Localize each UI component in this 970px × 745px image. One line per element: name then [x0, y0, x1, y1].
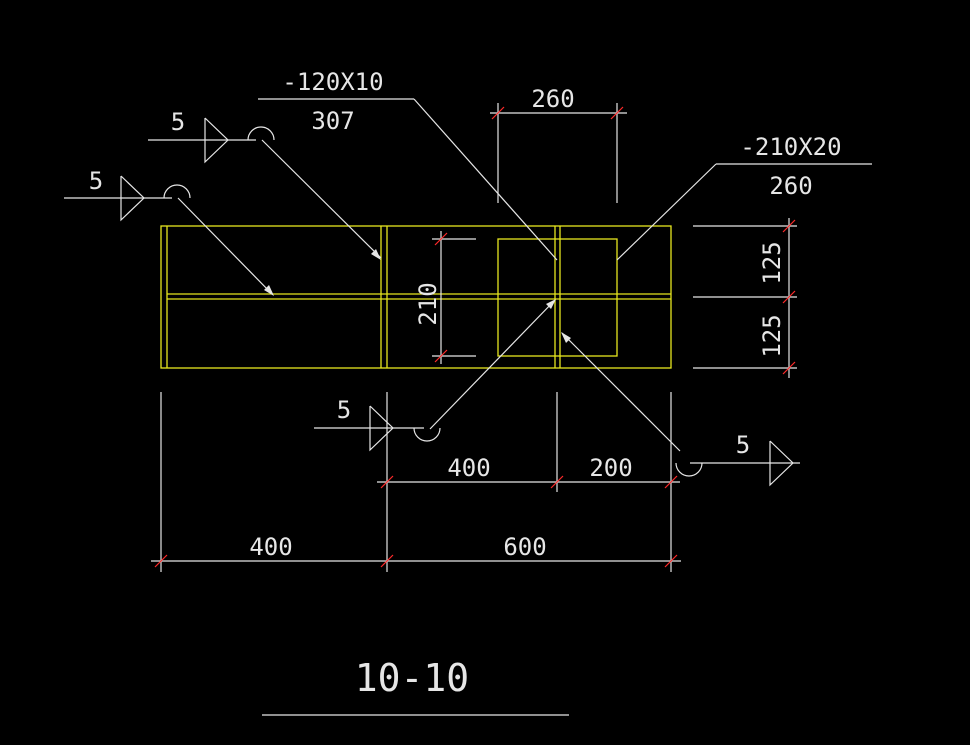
weld-size-lower-right: 5 — [736, 431, 750, 459]
dim-mid-left: 400 — [447, 454, 490, 482]
tick — [380, 475, 394, 489]
dim-top-width: 260 — [531, 85, 574, 113]
tick — [664, 475, 678, 489]
tick — [610, 106, 624, 120]
weld-size-upper-2: 5 — [89, 167, 103, 195]
tick — [491, 106, 505, 120]
weld-symbol-upper-left-2 — [64, 175, 191, 222]
weld-size-upper-1: 5 — [171, 108, 185, 136]
arrowhead — [264, 285, 274, 296]
dim-bottom-left: 400 — [249, 533, 292, 561]
dim-inner-height: 210 — [414, 282, 442, 325]
weld-flag — [369, 405, 394, 452]
all-round-circle — [247, 126, 275, 141]
tick — [154, 554, 168, 568]
dim-right-upper: 125 — [758, 241, 786, 284]
tick — [782, 219, 796, 233]
all-round-circle — [413, 427, 441, 442]
tick — [434, 232, 448, 246]
weld-leader-upper-2 — [177, 197, 273, 295]
arrowhead — [371, 249, 381, 260]
tick — [380, 554, 394, 568]
weld-symbol-lower-right — [675, 440, 800, 487]
tick — [664, 554, 678, 568]
dimension-ticks — [154, 106, 796, 568]
leader-lines — [177, 98, 872, 452]
dim-right-lower: 125 — [758, 314, 786, 357]
left-plate-spec: -120X10 — [282, 68, 383, 96]
weld-symbol-upper-left-1 — [148, 117, 275, 164]
weld-size-lower-left: 5 — [337, 396, 351, 424]
tick — [434, 349, 448, 363]
arrowhead — [561, 332, 571, 343]
weld-leader-lower-left — [429, 299, 556, 430]
weld-symbol-lower-left — [314, 405, 441, 452]
text-labels: -120X10 307 -210X20 260 5 5 5 5 260 125 … — [89, 68, 842, 700]
right-plate-spec: -210X20 — [740, 133, 841, 161]
plate-outlines — [160, 225, 672, 369]
weld-leader-upper-1 — [261, 139, 382, 259]
main-plate-outline — [160, 225, 672, 369]
cover-plate-outline — [497, 238, 618, 357]
left-plate-length: 307 — [311, 107, 354, 135]
weld-leader-lower-right — [561, 332, 681, 452]
right-plate-length: 260 — [769, 172, 812, 200]
dimension-lines — [151, 103, 797, 572]
section-title: 10-10 — [355, 656, 469, 700]
weld-flag — [204, 117, 229, 164]
arrowhead — [546, 299, 556, 309]
all-round-circle — [675, 462, 703, 477]
weld-flag — [120, 175, 145, 222]
all-round-circle — [163, 184, 191, 199]
dim-bottom-right: 600 — [503, 533, 546, 561]
weld-flag — [769, 440, 794, 487]
leader-left-spec — [413, 98, 558, 261]
tick — [782, 361, 796, 375]
dim-mid-right: 200 — [589, 454, 632, 482]
leader-right-spec — [616, 163, 717, 261]
tick — [782, 290, 796, 304]
tick — [550, 475, 564, 489]
